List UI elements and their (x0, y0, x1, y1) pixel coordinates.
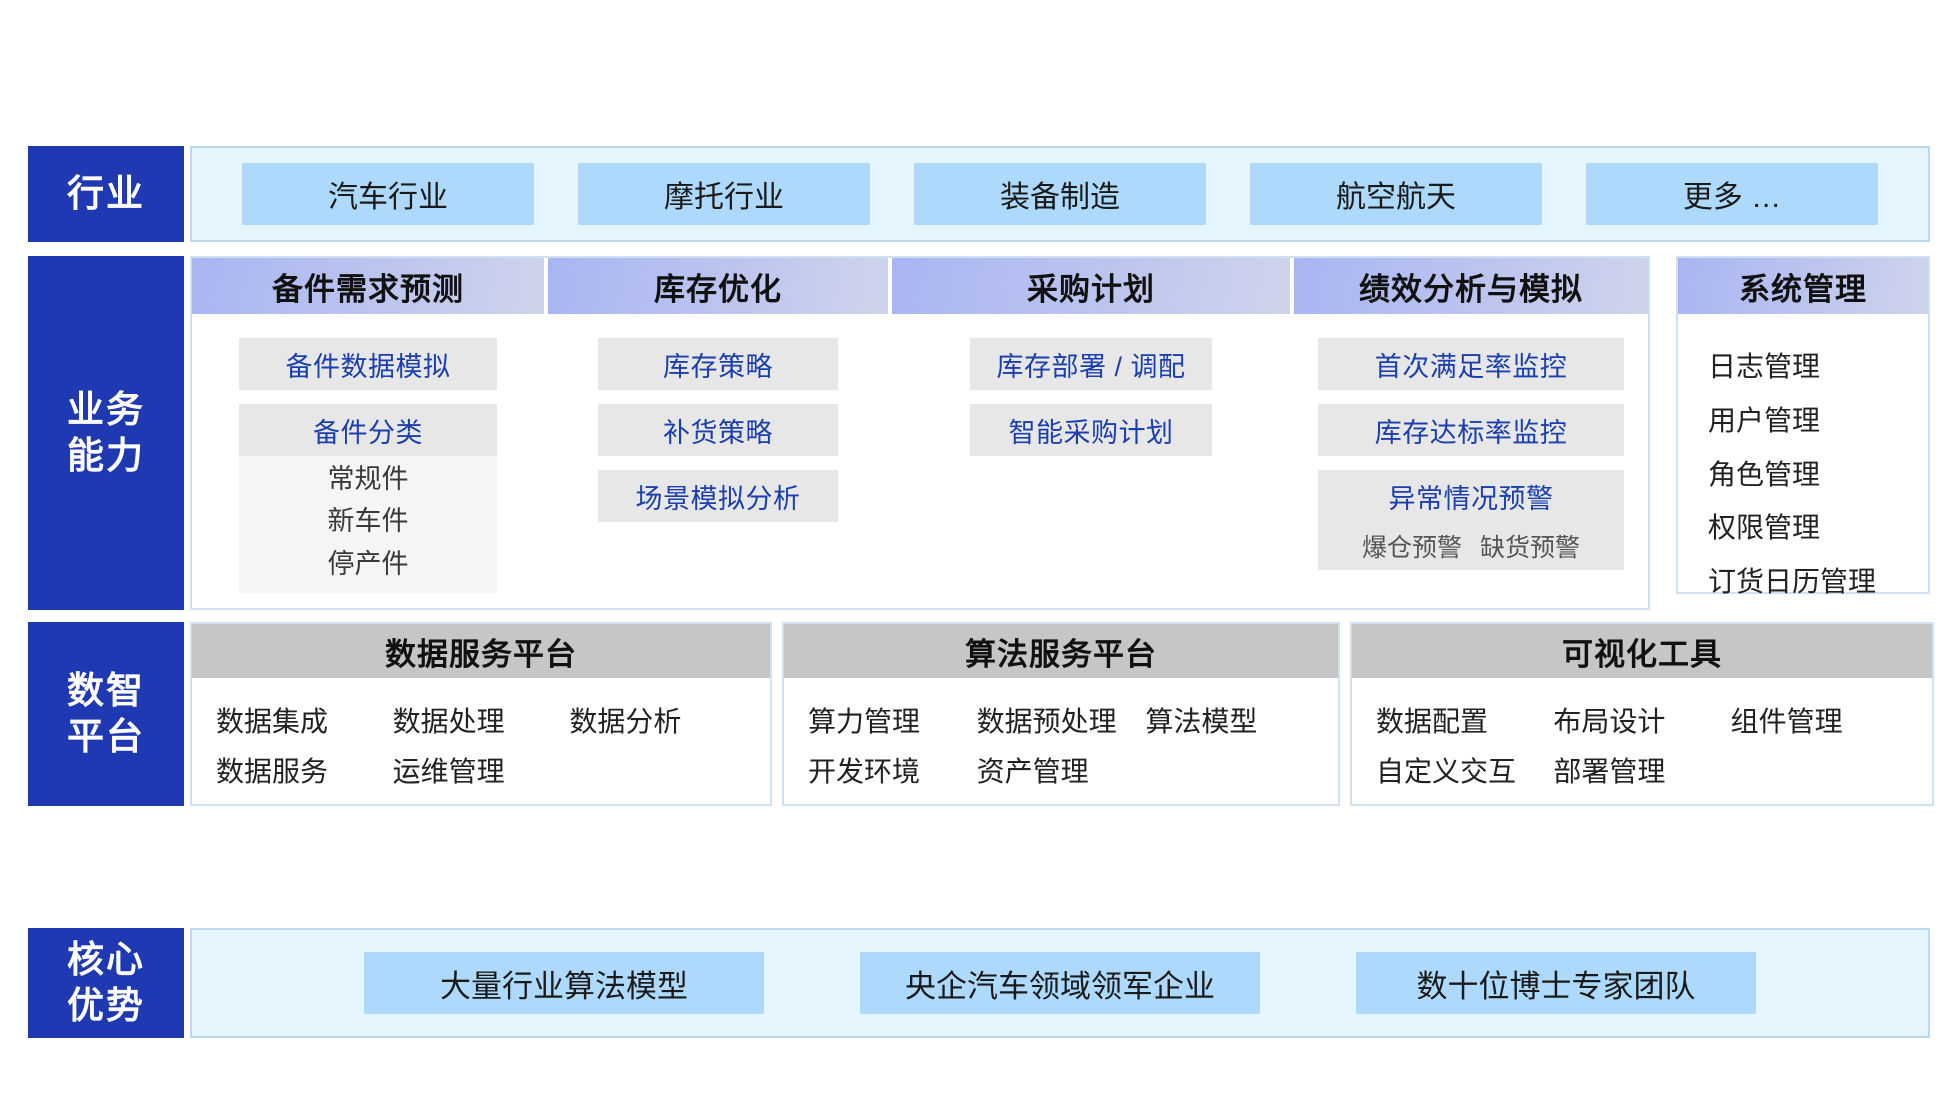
row-label-data-platform: 数智 平台 (28, 622, 184, 806)
biz-column-demand-forecast: 备件需求预测 备件数据模拟 备件分类 常规件 新车件 停产件 (192, 258, 544, 608)
biz-tile-inventory-compliance-rate-monitoring[interactable]: 库存达标率监控 (1318, 404, 1624, 456)
sys-item-log-management[interactable]: 日志管理 (1708, 351, 1821, 382)
biz-column-title: 绩效分析与模拟 (1294, 258, 1648, 314)
sys-item-order-calendar-management[interactable]: 订货日历管理 (1708, 566, 1877, 597)
core-advantage-panel: 大量行业算法模型 央企汽车领域领军企业 数十位博士专家团队 (190, 928, 1930, 1038)
plat-item-data-preprocessing[interactable]: 数据预处理 (976, 706, 1117, 737)
plat-item-data-integration[interactable]: 数据集成 (216, 706, 329, 737)
system-management-title: 系统管理 (1678, 258, 1928, 314)
biz-group-exception-alert: 异常情况预警 爆仓预警 缺货预警 (1318, 470, 1624, 570)
biz-group-spare-part-classification: 备件分类 常规件 新车件 停产件 (239, 404, 497, 593)
biz-column-procurement-plan: 采购计划 库存部署 / 调配 智能采购计划 (892, 258, 1290, 608)
row-label-industry: 行业 (28, 146, 184, 242)
plat-item-compute-management[interactable]: 算力管理 (808, 706, 921, 737)
plat-item-custom-interaction[interactable]: 自定义交互 (1376, 756, 1517, 787)
plat-item-empty (1145, 750, 1314, 790)
platform-card-algorithm-service: 算法服务平台 算力管理 数据预处理 算法模型 开发环境 资产管理 (782, 622, 1340, 806)
biz-subitem-regular-part[interactable]: 常规件 (327, 464, 409, 494)
biz-column-inventory-optimization: 库存优化 库存策略 补货策略 场景模拟分析 (548, 258, 888, 608)
biz-alert-overstock[interactable]: 爆仓预警 (1361, 534, 1462, 562)
biz-tile-inventory-deployment-allocation[interactable]: 库存部署 / 调配 (970, 338, 1212, 390)
biz-column-performance-analysis: 绩效分析与模拟 首次满足率监控 库存达标率监控 异常情况预警 爆仓预警 缺货预警 (1294, 258, 1648, 608)
industry-chip-more[interactable]: 更多 … (1586, 163, 1878, 225)
plat-item-deployment-management[interactable]: 部署管理 (1553, 756, 1666, 787)
platform-card-items: 数据集成 数据处理 数据分析 数据服务 运维管理 (192, 678, 770, 790)
data-platform-row: 数据服务平台 数据集成 数据处理 数据分析 数据服务 运维管理 算法服务平台 算… (190, 622, 1934, 806)
sys-item-role-management[interactable]: 角色管理 (1708, 458, 1821, 490)
plat-item-layout-design[interactable]: 布局设计 (1553, 706, 1666, 737)
plat-item-component-management[interactable]: 组件管理 (1730, 706, 1843, 737)
business-capability-panel: 备件需求预测 备件数据模拟 备件分类 常规件 新车件 停产件 库存优化 库存策略… (190, 256, 1650, 610)
biz-group-title[interactable]: 异常情况预警 (1318, 470, 1624, 522)
platform-card-items: 数据配置 布局设计 组件管理 自定义交互 部署管理 (1352, 678, 1932, 790)
plat-item-data-configuration[interactable]: 数据配置 (1376, 706, 1489, 737)
plat-item-development-environment[interactable]: 开发环境 (808, 756, 921, 787)
platform-card-items: 算力管理 数据预处理 算法模型 开发环境 资产管理 (784, 678, 1338, 790)
row-label-business-capability: 业务 能力 (28, 256, 184, 610)
industry-chip-automotive[interactable]: 汽车行业 (242, 163, 534, 225)
biz-tile-spare-part-data-simulation[interactable]: 备件数据模拟 (239, 338, 497, 390)
biz-alert-strip: 爆仓预警 缺货预警 (1318, 522, 1624, 570)
industry-panel: 汽车行业 摩托行业 装备制造 航空航天 更多 … (190, 146, 1930, 242)
sys-item-permission-management[interactable]: 权限管理 (1708, 512, 1821, 544)
platform-card-data-service: 数据服务平台 数据集成 数据处理 数据分析 数据服务 运维管理 (190, 622, 772, 806)
advantage-chip-algorithm-models[interactable]: 大量行业算法模型 (364, 952, 764, 1014)
platform-card-title: 数据服务平台 (192, 624, 770, 678)
platform-card-title: 可视化工具 (1352, 624, 1932, 678)
biz-tile-inventory-strategy[interactable]: 库存策略 (598, 338, 838, 390)
biz-column-title: 备件需求预测 (192, 258, 544, 314)
plat-item-empty (569, 750, 746, 790)
system-management-list: 日志管理 用户管理 角色管理 权限管理 订货日历管理 (1678, 314, 1928, 609)
plat-item-empty (1731, 750, 1908, 790)
biz-tile-intelligent-procurement-plan[interactable]: 智能采购计划 (970, 404, 1212, 456)
biz-column-title: 采购计划 (892, 258, 1290, 314)
advantage-chip-expert-team[interactable]: 数十位博士专家团队 (1356, 952, 1756, 1014)
industry-chip-equipment-manufacturing[interactable]: 装备制造 (914, 163, 1206, 225)
biz-tile-replenishment-strategy[interactable]: 补货策略 (598, 404, 838, 456)
plat-item-algorithm-model[interactable]: 算法模型 (1145, 706, 1258, 737)
biz-column-title: 库存优化 (548, 258, 888, 314)
plat-item-data-processing[interactable]: 数据处理 (392, 706, 505, 737)
advantage-chip-leading-enterprise[interactable]: 央企汽车领域领军企业 (860, 952, 1260, 1014)
biz-tile-scenario-simulation-analysis[interactable]: 场景模拟分析 (598, 470, 838, 522)
plat-item-ops-management[interactable]: 运维管理 (392, 756, 505, 787)
platform-card-title: 算法服务平台 (784, 624, 1338, 678)
biz-subitem-new-vehicle-part[interactable]: 新车件 (327, 506, 409, 537)
row-label-core-advantage: 核心 优势 (28, 928, 184, 1038)
system-management-panel: 系统管理 日志管理 用户管理 角色管理 权限管理 订货日历管理 (1676, 256, 1930, 597)
biz-alert-stockout[interactable]: 缺货预警 (1480, 534, 1581, 562)
industry-chip-aerospace[interactable]: 航空航天 (1250, 163, 1542, 225)
plat-item-data-analysis[interactable]: 数据分析 (569, 706, 682, 737)
biz-group-title[interactable]: 备件分类 (239, 404, 497, 456)
sys-item-user-management[interactable]: 用户管理 (1708, 404, 1821, 436)
biz-subitem-discontinued-part[interactable]: 停产件 (327, 548, 409, 579)
platform-card-visualization-tool: 可视化工具 数据配置 布局设计 组件管理 自定义交互 部署管理 (1350, 622, 1934, 806)
plat-item-asset-management[interactable]: 资产管理 (976, 756, 1089, 787)
industry-chip-motorcycle[interactable]: 摩托行业 (578, 163, 870, 225)
biz-tile-first-fill-rate-monitoring[interactable]: 首次满足率监控 (1318, 338, 1624, 390)
plat-item-data-service[interactable]: 数据服务 (216, 756, 329, 787)
